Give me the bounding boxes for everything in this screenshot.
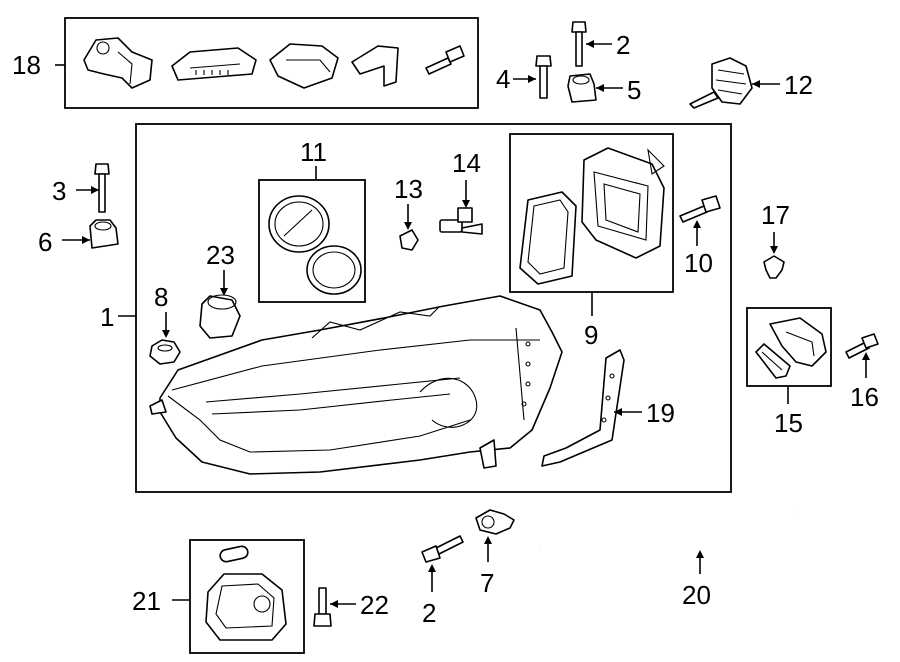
part-2-bolt-top[interactable] — [571, 21, 587, 67]
part-23-adjuster-ring[interactable] — [199, 294, 241, 339]
part-21-seal-ring[interactable] — [219, 545, 249, 563]
part-9-gasket[interactable] — [519, 191, 577, 285]
callout-4: 4 — [496, 64, 510, 94]
callout-20: 20 — [682, 580, 711, 610]
callout-16: 16 — [850, 382, 879, 412]
kit-box-18 — [64, 17, 479, 109]
callout-12: 12 — [784, 70, 813, 100]
sensor-box-15 — [746, 307, 832, 387]
part-17-clip[interactable] — [763, 255, 785, 279]
headlamp-assembly-box — [135, 123, 732, 493]
part-2-bolt-bottom[interactable] — [421, 535, 464, 563]
part-18-housing-clip[interactable] — [171, 47, 257, 81]
part-15-seal[interactable] — [755, 343, 791, 379]
callout-18: 18 — [12, 50, 41, 80]
part-16-screw[interactable] — [845, 333, 879, 359]
part-3-bolt[interactable] — [94, 163, 110, 213]
callout-1: 1 — [100, 302, 114, 332]
headlamp-housing[interactable] — [149, 295, 563, 475]
lens-cover-box-11 — [258, 179, 366, 303]
part-22-bolt[interactable] — [313, 587, 332, 627]
callout-14: 14 — [452, 148, 481, 178]
part-5-grommet[interactable] — [567, 73, 597, 103]
part-18-bracket[interactable] — [83, 37, 153, 89]
callout-19: 19 — [646, 398, 675, 428]
callout-21: 21 — [132, 586, 161, 616]
part-10-bolt[interactable] — [679, 195, 721, 223]
part-19-trim-bracket[interactable] — [541, 349, 625, 467]
part-18-screw[interactable] — [425, 45, 465, 75]
part-18-l-clip[interactable] — [351, 45, 399, 87]
part-18-mount-block[interactable] — [269, 43, 339, 89]
part-13-socket[interactable] — [399, 229, 419, 251]
callout-15: 15 — [774, 408, 803, 438]
callout-2-top: 2 — [616, 30, 630, 60]
part-9-module[interactable] — [581, 147, 665, 259]
callout-3: 3 — [52, 176, 66, 206]
callout-13: 13 — [394, 174, 423, 204]
part-15-sensor[interactable] — [769, 317, 827, 367]
callout-2-bottom: 2 — [422, 598, 436, 628]
part-14-bulb[interactable] — [439, 207, 483, 235]
callout-17: 17 — [761, 200, 790, 230]
callout-6: 6 — [38, 227, 52, 257]
part-11-seal-ring[interactable] — [306, 245, 362, 295]
callout-8: 8 — [154, 282, 168, 312]
part-6-grommet[interactable] — [89, 219, 119, 249]
part-11-cap[interactable] — [268, 195, 330, 253]
callout-11: 11 — [300, 137, 327, 167]
part-20-hose[interactable] — [539, 505, 797, 570]
callout-9: 9 — [584, 320, 598, 350]
callout-7: 7 — [480, 568, 494, 598]
callout-23: 23 — [206, 240, 235, 270]
part-12-connector[interactable] — [689, 57, 753, 109]
callout-22: 22 — [360, 590, 389, 620]
callout-5: 5 — [627, 75, 641, 105]
part-8-nut[interactable] — [149, 339, 181, 365]
part-21-cover[interactable] — [205, 573, 287, 641]
part-7-clip[interactable] — [475, 509, 515, 535]
housing-kit-box-21 — [189, 539, 305, 654]
part-4-bolt[interactable] — [535, 55, 552, 99]
callout-10: 10 — [684, 248, 713, 278]
